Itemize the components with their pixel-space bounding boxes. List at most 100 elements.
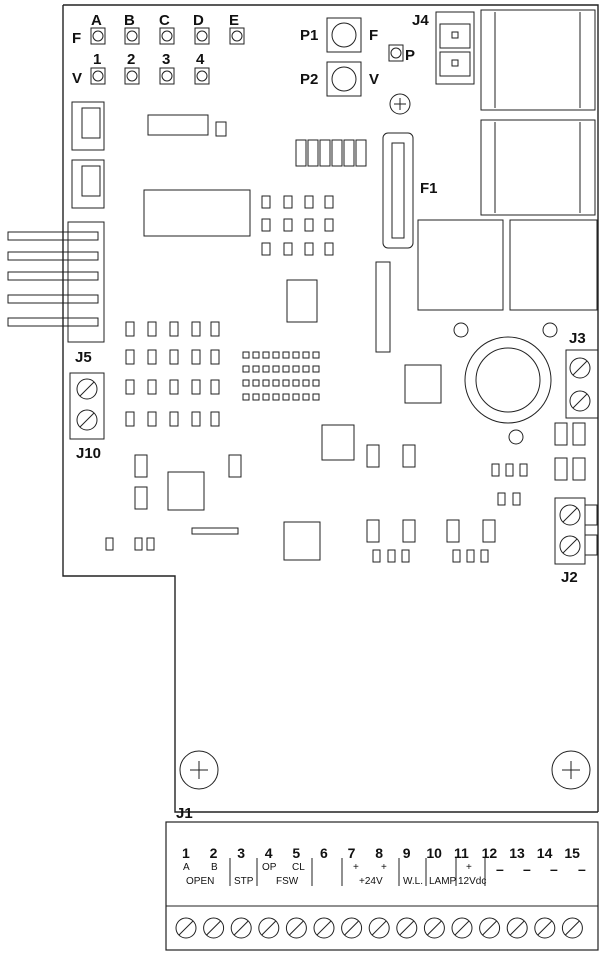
terminal-screw-slot-3 bbox=[233, 920, 249, 936]
terminal-screw-14 bbox=[534, 917, 556, 939]
group-wl: W.L. bbox=[403, 876, 423, 887]
push-buttons: P1 F P2 V P bbox=[300, 17, 415, 97]
terminal-screw-1 bbox=[175, 917, 197, 939]
dip-row-f-label: F bbox=[72, 30, 81, 47]
p-led-label: P bbox=[405, 47, 415, 64]
dip-switch-1-label: 1 bbox=[93, 51, 101, 68]
pin-number-15: 15 bbox=[564, 845, 580, 861]
pin-number-14: 14 bbox=[537, 845, 553, 861]
dip-switch-c-label: C bbox=[159, 12, 170, 29]
pin-number-13: 13 bbox=[509, 845, 525, 861]
pcb-outline bbox=[62, 4, 599, 813]
group-fsw: FSW bbox=[276, 876, 299, 887]
pin15-sub: – bbox=[578, 861, 586, 877]
p1-label: P1 bbox=[300, 27, 318, 44]
j2-label: J2 bbox=[561, 569, 578, 586]
terminal-screw-slot-9 bbox=[399, 920, 415, 936]
terminal-screw-slot-8 bbox=[371, 920, 387, 936]
group-12vdc: 12Vdc bbox=[458, 876, 486, 887]
pin12-sub: – bbox=[496, 861, 504, 877]
group-open: OPEN bbox=[186, 876, 214, 887]
p2-suffix: V bbox=[369, 71, 379, 88]
dip-switch-4-label: 4 bbox=[196, 51, 205, 68]
fuse-holder bbox=[382, 132, 414, 249]
mount-screw-top bbox=[389, 93, 411, 115]
j2-connector bbox=[554, 497, 598, 565]
j4-connector bbox=[435, 11, 475, 85]
terminal-screw-slot-14 bbox=[537, 920, 553, 936]
terminal-screw-slot-1 bbox=[178, 920, 194, 936]
pin-number-2: 2 bbox=[210, 845, 218, 861]
terminal-screw-11 bbox=[451, 917, 473, 939]
terminal-screw-9 bbox=[396, 917, 418, 939]
j10-connector bbox=[69, 372, 105, 440]
relay-block bbox=[417, 9, 598, 311]
pin-number-8: 8 bbox=[375, 845, 383, 861]
dip-switch-2-label: 2 bbox=[127, 51, 135, 68]
terminal-screw-3 bbox=[230, 917, 252, 939]
pin4-sub: OP bbox=[262, 862, 277, 873]
terminal-screw-slot-4 bbox=[261, 920, 277, 936]
pin14-sub: – bbox=[550, 861, 558, 877]
dip-switch-bank: F A B C D E V 1 2 3 4 bbox=[72, 12, 245, 87]
p2-label: P2 bbox=[300, 71, 318, 88]
terminal-screw-slot-15 bbox=[565, 920, 580, 936]
j5-connector bbox=[7, 221, 105, 343]
j10-label: J10 bbox=[76, 445, 101, 462]
pin1-sub: A bbox=[183, 862, 190, 873]
pin-number-11: 11 bbox=[454, 845, 469, 861]
pin-number-1: 1 bbox=[182, 845, 190, 861]
terminal-screw-2 bbox=[203, 917, 225, 939]
pin-number-5: 5 bbox=[292, 845, 300, 861]
pin-number-12: 12 bbox=[482, 845, 498, 861]
terminal-screw-7 bbox=[341, 917, 363, 939]
pin-number-4: 4 bbox=[265, 845, 273, 861]
terminal-screw-12 bbox=[479, 917, 501, 939]
dip-switch-e-label: E bbox=[229, 12, 239, 29]
dip-switch-b-label: B bbox=[124, 12, 135, 29]
terminal-screw-8 bbox=[368, 917, 390, 939]
terminal-screw-13 bbox=[506, 917, 528, 939]
dip-switch-3-label: 3 bbox=[162, 51, 170, 68]
pin-number-6: 6 bbox=[320, 845, 328, 861]
j5-label: J5 bbox=[75, 349, 92, 366]
terminal-screw-slot-11 bbox=[454, 920, 470, 936]
terminal-screw-4 bbox=[258, 917, 280, 939]
pin-number-10: 10 bbox=[426, 845, 442, 861]
group-stp: STP bbox=[234, 876, 254, 887]
pin-number-3: 3 bbox=[237, 845, 245, 861]
pin11-sub: + bbox=[466, 862, 472, 873]
dip-switch-a-label: A bbox=[91, 12, 102, 29]
terminal-screw-slot-2 bbox=[206, 920, 221, 936]
terminal-screw-slot-6 bbox=[316, 920, 332, 936]
dip-row-v-label: V bbox=[72, 70, 82, 87]
j3-label: J3 bbox=[569, 330, 586, 347]
mount-screws-bottom bbox=[179, 750, 591, 790]
terminal-screw-6 bbox=[313, 917, 335, 939]
terminal-screw-15 bbox=[561, 917, 583, 939]
terminal-screw-slot-13 bbox=[509, 920, 525, 936]
components bbox=[143, 114, 558, 561]
pin13-sub: – bbox=[523, 861, 531, 877]
j3-connector bbox=[565, 349, 599, 419]
terminal-screw-slot-7 bbox=[344, 920, 359, 936]
pin-number-7: 7 bbox=[348, 845, 356, 861]
group-lamp: LAMP bbox=[429, 876, 457, 887]
j4-label: J4 bbox=[412, 12, 429, 29]
terminal-screw-slot-10 bbox=[427, 920, 442, 936]
pin5-sub: CL bbox=[292, 862, 305, 873]
pin7-sub: + bbox=[353, 862, 359, 873]
pin-number-9: 9 bbox=[403, 845, 411, 861]
terminal-screw-5 bbox=[285, 917, 307, 939]
group-24v: +24V bbox=[359, 876, 383, 887]
f1-label: F1 bbox=[420, 180, 438, 197]
dip-switch-d-label: D bbox=[193, 12, 204, 29]
terminal-screw-slot-12 bbox=[482, 920, 497, 936]
pin8-sub: + bbox=[381, 862, 387, 873]
pin2-sub: B bbox=[211, 862, 218, 873]
terminal-screw-slot-5 bbox=[289, 920, 304, 936]
p1-suffix: F bbox=[369, 27, 378, 44]
j1-label: J1 bbox=[176, 805, 193, 822]
